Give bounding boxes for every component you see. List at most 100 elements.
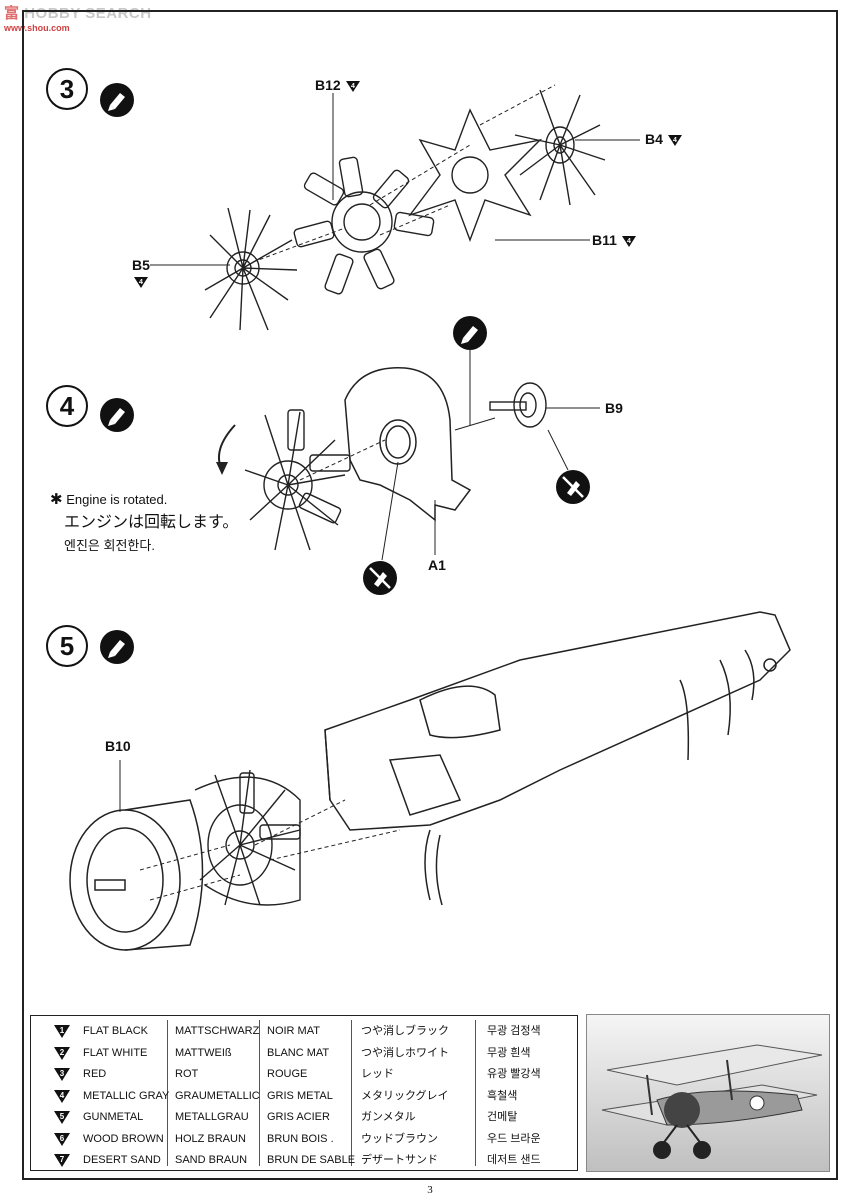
engine-step4-drawing (244, 409, 351, 551)
svg-text:6: 6 (60, 1134, 65, 1143)
legend-divider (351, 1020, 352, 1166)
legend-de-name: ROT (175, 1068, 199, 1080)
label-b9: B9 (605, 400, 623, 416)
page-frame (22, 10, 838, 1180)
color-number-icon: 2 (54, 1046, 70, 1060)
note-ja: エンジンは回転します。 (64, 514, 239, 531)
label-b4: B4 4 (645, 131, 683, 147)
legend-divider (259, 1020, 260, 1166)
legend-fr-name: GRIS ACIER (267, 1111, 330, 1123)
svg-text:1: 1 (60, 1026, 65, 1035)
legend-fr-name: GRIS METAL (267, 1089, 333, 1102)
part-b5-drawing (204, 207, 298, 331)
svg-text:5: 5 (60, 1112, 65, 1121)
legend-ko-name: 흑철색 (487, 1089, 518, 1102)
legend-fr-name: BRUN DE SABLE (267, 1154, 356, 1166)
color-number-icon: 7 (54, 1154, 70, 1167)
part-b4-drawing (514, 89, 606, 206)
paint-icon (100, 83, 134, 117)
label-b10: B10 (105, 738, 131, 754)
legend-divider (167, 1020, 168, 1166)
legend-row: 1 FLAT BLACK MATTSCHWARZ NOIR MAT つや消しブラック 무광… (31, 1020, 577, 1042)
color-number-icon: 6 (54, 1132, 70, 1146)
part-b9-drawing (489, 382, 547, 428)
legend-de-name: MATTSCHWARZ (175, 1025, 260, 1037)
page-number: 3 (427, 1184, 433, 1196)
legend-en-name: FLAT WHITE (83, 1046, 148, 1059)
color-number-icon: 4 (54, 1089, 70, 1103)
legend-ko-name: 유광 빨강색 (487, 1068, 541, 1080)
color-4-icon: 4 (667, 134, 682, 146)
legend-de-name: METALLGRAU (175, 1111, 249, 1123)
legend-en-name: GUNMETAL (83, 1111, 144, 1123)
legend-fr-name: ROUGE (267, 1068, 308, 1080)
label-b11: B11 4 (592, 232, 637, 248)
engine-step5-drawing (194, 769, 301, 906)
paint-icon (453, 316, 487, 350)
fuselage-drawing (324, 611, 791, 906)
svg-text:4: 4 (673, 137, 677, 144)
legend-ko-name: 데저트 샌드 (487, 1154, 541, 1166)
color-number-icon: 5 (54, 1111, 70, 1124)
svg-text:4: 4 (627, 238, 631, 245)
legend-en-name: METALLIC GRAY (83, 1089, 170, 1102)
svg-text:2: 2 (60, 1048, 65, 1057)
aircraft-photo (586, 1014, 830, 1172)
color-number-icon: 1 (54, 1025, 70, 1038)
step-4-number: 4 (46, 385, 88, 427)
noglue-icon (554, 468, 592, 506)
color-4-icon: 4 (134, 277, 148, 288)
svg-text:4: 4 (60, 1091, 65, 1100)
legend-ja-name: ガンメタル (361, 1111, 416, 1123)
legend-divider (475, 1020, 476, 1166)
paint-icon (100, 630, 134, 664)
step-5-number: 5 (46, 625, 88, 667)
aircraft-photo-image (587, 1015, 829, 1171)
legend-en-name: FLAT BLACK (83, 1025, 149, 1037)
label-b4-text: B4 (645, 131, 663, 147)
legend-ja-name: つや消しホワイト (361, 1046, 449, 1059)
legend-fr-name: BLANC MAT (267, 1046, 330, 1059)
legend-ja-name: ウッドブラウン (361, 1132, 438, 1145)
legend-ko-name: 건메탈 (487, 1111, 518, 1123)
legend-de-name: SAND BRAUN (175, 1154, 248, 1166)
step-3-number: 3 (46, 68, 88, 110)
label-b12: B12 4 (315, 77, 361, 93)
svg-text:7: 7 (60, 1155, 65, 1164)
legend-ko-name: 무광 검정색 (487, 1025, 541, 1037)
legend-fr-name: BRUN BOIS . (267, 1132, 334, 1145)
note-en: ✱ Engine is rotated. (50, 491, 168, 508)
color-4-icon: 4 (621, 235, 636, 247)
legend-de-name: MATTWEIß (175, 1046, 232, 1059)
part-b12-drawing (293, 156, 435, 295)
svg-text:3: 3 (60, 1069, 65, 1078)
color-4-icon: 4 (345, 80, 360, 92)
legend-de-name: GRAUMETALLIC (175, 1089, 260, 1102)
noglue-icon (361, 559, 399, 597)
label-b12-text: B12 (315, 77, 341, 93)
legend-ja-name: デザートサンド (361, 1154, 438, 1166)
color-legend: 1 FLAT BLACK MATTSCHWARZ NOIR MAT つや消しブラック 무광… (30, 1015, 578, 1171)
legend-ja-name: レッド (361, 1068, 394, 1080)
legend-fr-name: NOIR MAT (267, 1025, 320, 1037)
legend-en-name: DESERT SAND (83, 1154, 161, 1166)
watermark-url: www.shou.com (4, 23, 70, 33)
rotation-note: ✱ Engine is rotated. エンジンは回転します。 엔진은 회전한… (50, 490, 238, 554)
part-b10-drawing (69, 799, 204, 951)
paint-icon (100, 398, 134, 432)
label-b5: B5 (132, 257, 150, 273)
legend-row: 5 GUNMETAL METALLGRAU GRIS ACIER ガンメタル 건메탈 (31, 1106, 577, 1128)
legend-ja-name: つや消しブラック (361, 1025, 449, 1037)
watermark-brand: 富 HOBBY SEARCH (4, 2, 152, 23)
label-a1: A1 (428, 557, 446, 573)
color-number-icon: 3 (54, 1068, 70, 1081)
legend-row: 7 DESERT SAND SAND BRAUN BRUN DE SABLE デザートサ… (31, 1149, 577, 1171)
legend-ko-name: 우드 브라운 (487, 1132, 541, 1145)
watermark-prefix: 富 (4, 5, 20, 22)
legend-en-name: WOOD BROWN (83, 1132, 164, 1145)
